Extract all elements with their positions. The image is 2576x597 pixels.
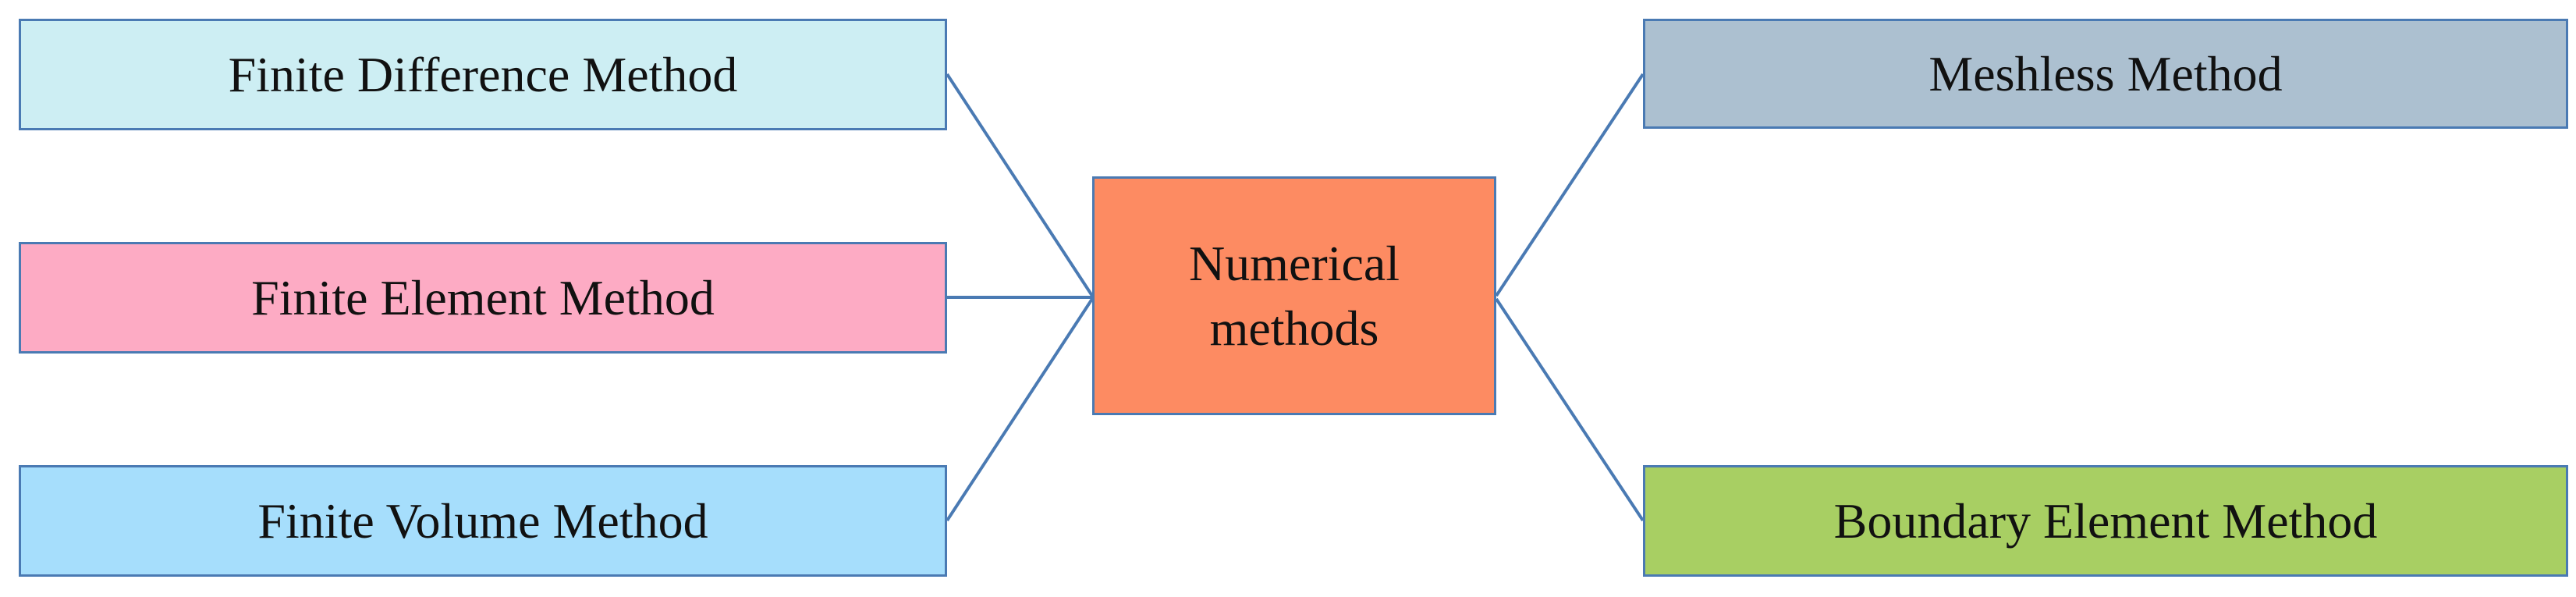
node-finite-volume-method: Finite Volume Method <box>19 465 947 577</box>
connector-meshless <box>1495 73 1645 297</box>
node-finite-difference-method: Finite Difference Method <box>19 19 947 130</box>
connector-bem <box>1495 297 1645 522</box>
node-boundary-element-method: Boundary Element Method <box>1643 465 2568 577</box>
node-meshless-method: Meshless Method <box>1643 19 2568 129</box>
node-numerical-methods: Numerical methods <box>1092 176 1496 415</box>
connector-fvm <box>946 297 1094 522</box>
node-finite-element-method: Finite Element Method <box>19 242 947 354</box>
connector-fdm <box>946 73 1094 297</box>
